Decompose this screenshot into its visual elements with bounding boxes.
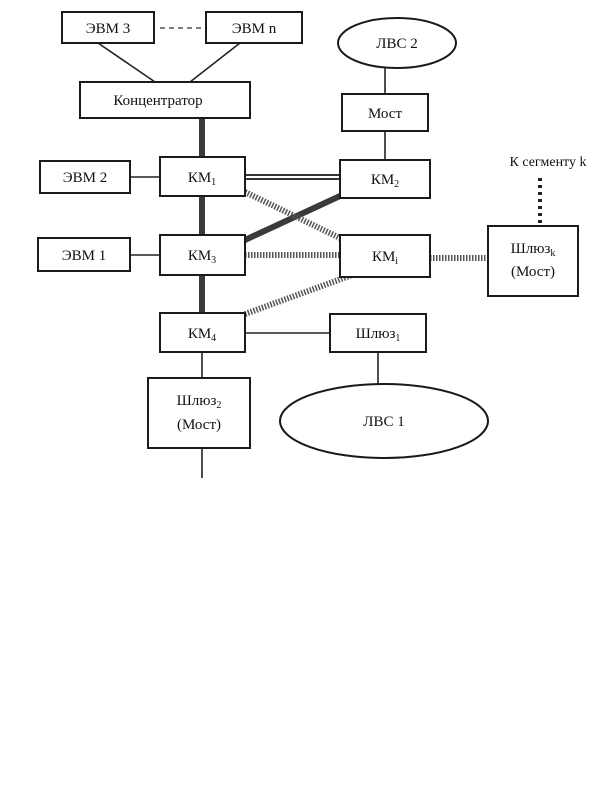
node-most: Мост xyxy=(342,94,428,131)
node-gwk-sub: k xyxy=(550,248,555,259)
node-evmn-label: ЭВМ n xyxy=(232,21,277,37)
node-gw1-label: Шлюз xyxy=(356,326,396,342)
node-evm1-label: ЭВМ 1 xyxy=(62,248,107,264)
node-km1-label: КМ xyxy=(188,170,211,186)
node-km2-label: КМ xyxy=(371,172,394,188)
node-lvs2: ЛВС 2 xyxy=(338,18,456,68)
segment-k-label: К сегменту k xyxy=(510,155,587,170)
node-gw1-sub: 1 xyxy=(395,333,400,344)
link-km4-kmi xyxy=(245,275,352,314)
node-evm1: ЭВМ 1 xyxy=(38,238,130,271)
svg-text:КМi: КМi xyxy=(372,249,398,267)
node-km1: КМ1 xyxy=(160,157,245,196)
node-km2-sub: 2 xyxy=(394,179,399,190)
node-kmi: КМi xyxy=(340,235,430,277)
node-hub-label: Концентратор xyxy=(113,93,202,109)
node-kmi-sub: i xyxy=(395,256,398,267)
node-gw2-line2: (Мост) xyxy=(177,417,221,433)
node-km4-label: КМ xyxy=(188,326,211,342)
node-gw2-sub: 2 xyxy=(216,400,221,411)
node-km3-sub: 3 xyxy=(211,255,216,266)
node-evm3: ЭВМ 3 xyxy=(62,12,154,43)
svg-text:Шлюз2: Шлюз2 xyxy=(177,393,222,411)
node-km3: КМ3 xyxy=(160,235,245,275)
node-evm2: ЭВМ 2 xyxy=(40,161,130,193)
node-km3-label: КМ xyxy=(188,248,211,264)
svg-text:Шлюз1: Шлюз1 xyxy=(356,326,401,344)
node-gw1: Шлюз1 xyxy=(330,314,426,352)
node-km4-sub: 4 xyxy=(211,333,216,344)
node-gwk-label: Шлюз xyxy=(511,241,551,257)
node-most-label: Мост xyxy=(368,106,402,122)
node-gwk: Шлюзk (Мост) xyxy=(488,226,578,296)
node-km2: КМ2 xyxy=(340,160,430,198)
node-gwk-line2: (Мост) xyxy=(511,264,555,280)
svg-text:Шлюзk: Шлюзk xyxy=(511,241,556,259)
link-evmn-hub xyxy=(190,43,240,82)
node-evm2-label: ЭВМ 2 xyxy=(63,170,108,186)
node-kmi-label: КМ xyxy=(372,249,395,265)
link-evm3-hub xyxy=(98,43,155,82)
node-evmn: ЭВМ n xyxy=(206,12,302,43)
node-gw2: Шлюз2 (Мост) xyxy=(148,378,250,448)
node-km1-sub: 1 xyxy=(211,177,216,188)
node-evm3-label: ЭВМ 3 xyxy=(86,21,131,37)
node-hub: Концентратор xyxy=(80,82,250,118)
node-lvs1-label: ЛВС 1 xyxy=(363,414,404,430)
node-lvs2-label: ЛВС 2 xyxy=(376,36,417,52)
node-gw2-label: Шлюз xyxy=(177,393,217,409)
node-lvs1: ЛВС 1 xyxy=(280,384,488,458)
node-km4: КМ4 xyxy=(160,313,245,352)
